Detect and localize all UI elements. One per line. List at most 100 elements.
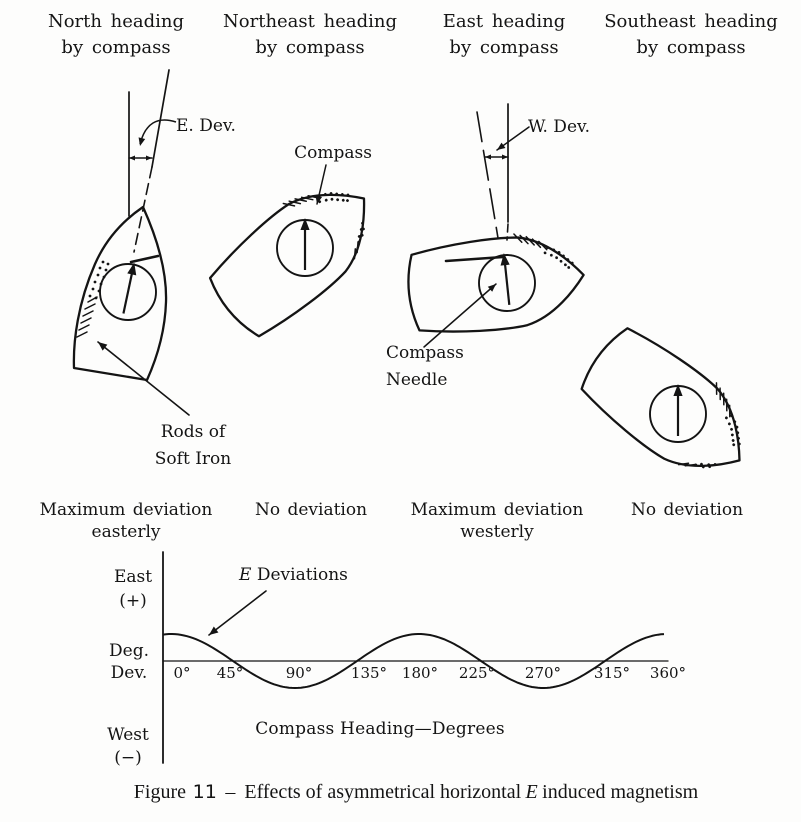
caption-separator: – [225, 781, 236, 803]
boat-east [407, 233, 585, 333]
boat-northeast [208, 192, 366, 338]
compass-needle [673, 384, 683, 436]
result-east: Maximum deviation westerly [410, 500, 584, 542]
soft-iron-rod-dot [732, 443, 736, 447]
x-tick-315: 315° [593, 664, 631, 682]
soft-iron-rod-dot [106, 262, 110, 266]
west-deviation-label: W. Dev. [528, 117, 590, 137]
soft-iron-rod-dot [570, 261, 574, 265]
compass-callout: Compass [294, 143, 372, 163]
soft-iron-rod-dot [324, 198, 328, 202]
y-axis-label-west: West (−) [107, 725, 149, 768]
compass-needle [300, 218, 310, 270]
chart-axes [162, 551, 669, 764]
soft-iron-rod-dot [564, 263, 567, 267]
soft-iron-rod-dot [336, 198, 340, 202]
y-axis-label-deg-dev: Deg. Dev. [109, 641, 149, 683]
soft-iron-rod-dot [567, 266, 571, 269]
boat-north [72, 205, 168, 382]
soft-iron-rod-dot [730, 427, 733, 431]
soft-iron-rod-dot [737, 442, 741, 446]
boat-hull [580, 327, 741, 468]
soft-iron-rod-dot [713, 463, 717, 466]
soft-iron-rod-dot [357, 235, 361, 238]
caption-e-symbol: E [525, 781, 538, 803]
soft-iron-rod-dot [555, 256, 559, 260]
soft-iron-rod-dot [731, 439, 735, 442]
result-northeast: No deviation [254, 500, 368, 520]
soft-iron-rod-dot [700, 462, 703, 466]
caption-figure-word: Figure [133, 781, 187, 803]
compass-rose [99, 263, 157, 321]
panel-title-southeast: Southeast heading by compass [604, 11, 778, 58]
boat-hull [407, 236, 585, 333]
soft-iron-rod-dot [730, 433, 734, 437]
soft-iron-rod-dot [546, 246, 549, 249]
annotation-lines [97, 69, 530, 636]
soft-iron-rod-dot [557, 250, 561, 254]
x-tick-180: 180° [401, 664, 439, 682]
y-axis-label-east: East (+) [113, 567, 153, 611]
panel-title-east: East heading by compass [442, 11, 566, 58]
soft-iron-rod-dot [91, 287, 95, 291]
soft-iron-rod-dot [708, 465, 712, 469]
x-tick-45: 45° [216, 664, 244, 682]
boat-southeast [580, 327, 741, 469]
deviation-curve [162, 633, 665, 689]
soft-iron-rod-dot [340, 193, 344, 196]
soft-iron-rod-dot [101, 260, 105, 264]
boat-hull [72, 205, 168, 382]
soft-iron-rod-dot [549, 253, 553, 257]
x-tick-90: 90° [285, 664, 313, 682]
soft-iron-rod-dot [361, 221, 364, 225]
soft-iron-rod-dot [559, 259, 563, 263]
soft-iron-rod-dot [329, 192, 333, 195]
soft-iron-rod-dot [730, 414, 734, 418]
panel-title-northeast: Northeast heading by compass [223, 11, 397, 58]
soft-iron-rod-dot [360, 233, 364, 237]
soft-iron-rod-dot [98, 266, 102, 270]
soft-iron-rod-dot [346, 199, 349, 203]
soft-iron-rod-dot [341, 198, 345, 202]
soft-iron-rod-dot [88, 294, 92, 298]
soft-iron-rod-dot [566, 258, 570, 261]
x-axis-label: Compass Heading—Degrees [255, 719, 505, 739]
soft-iron-rod-dot [727, 422, 731, 426]
compass-rose [478, 254, 536, 312]
caption-figure-number: 11 [192, 781, 217, 803]
soft-iron-rod-dot [562, 254, 565, 258]
soft-iron-rod-dot [362, 227, 365, 231]
soft-iron-rod-dot [724, 416, 728, 420]
soft-iron-rod-dot [330, 197, 334, 201]
soft-iron-rod-dot [733, 420, 737, 424]
soft-iron-rod-dot [323, 193, 327, 196]
soft-iron-rod-dot [694, 463, 698, 467]
x-tick-225: 225° [458, 664, 496, 682]
soft-iron-rod-dot [552, 248, 556, 252]
compass-needle [122, 262, 137, 314]
rods-of-soft-iron-callout: Rods of Soft Iron [154, 422, 232, 469]
soft-iron-rod-dot [735, 425, 739, 429]
soft-iron-rod-dot [701, 465, 705, 469]
result-southeast: No deviation [630, 500, 744, 520]
soft-iron-rod-dot [736, 431, 740, 435]
soft-iron-rod-dot [93, 280, 97, 284]
soft-iron-rod-dot [96, 273, 100, 277]
soft-iron-rod-dot [357, 240, 361, 244]
result-north: Maximum deviation easterly [39, 500, 213, 542]
soft-iron-rod-dot [737, 436, 740, 440]
boat-hull [208, 193, 366, 338]
soft-iron-rod-dot [346, 193, 350, 197]
compass-needle-callout: Compass Needle [386, 343, 464, 390]
compass-needle [500, 253, 511, 305]
x-tick-360: 360° [649, 664, 687, 682]
soft-iron-rod-dot [543, 251, 547, 255]
soft-iron-rod-dot [104, 268, 108, 272]
x-tick-135: 135° [350, 664, 388, 682]
x-tick-270: 270° [524, 664, 562, 682]
soft-iron-rod-dot [335, 192, 339, 196]
